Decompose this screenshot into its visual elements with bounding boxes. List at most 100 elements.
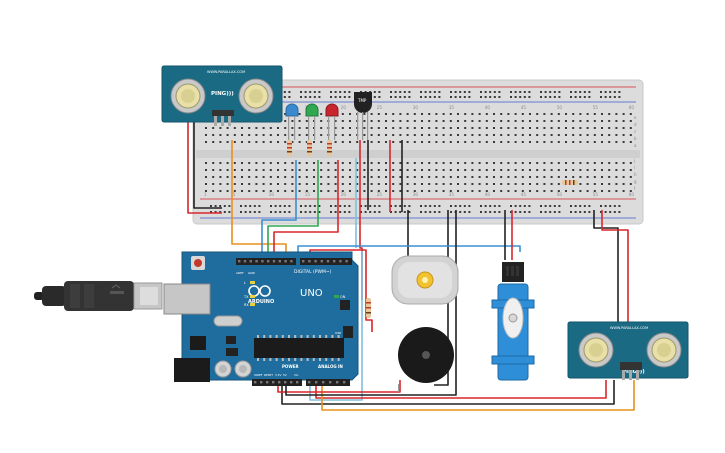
hole[interactable] xyxy=(306,335,309,338)
hole[interactable] xyxy=(298,190,301,192)
hole[interactable] xyxy=(363,190,366,192)
hole[interactable] xyxy=(205,127,207,129)
hole[interactable] xyxy=(284,141,287,143)
hole[interactable] xyxy=(493,211,496,213)
hole[interactable] xyxy=(279,205,282,207)
hole[interactable] xyxy=(241,183,243,185)
hole[interactable] xyxy=(269,162,272,164)
hole[interactable] xyxy=(313,183,315,185)
hole[interactable] xyxy=(450,91,452,93)
hole[interactable] xyxy=(241,176,243,178)
hole[interactable] xyxy=(514,211,517,213)
resistor-2[interactable] xyxy=(307,140,312,156)
hole[interactable] xyxy=(305,169,308,171)
hole[interactable] xyxy=(330,211,332,213)
hole[interactable] xyxy=(214,211,217,213)
hole[interactable] xyxy=(553,96,556,98)
hole[interactable] xyxy=(277,169,279,171)
hole[interactable] xyxy=(330,205,332,207)
hole[interactable] xyxy=(604,91,607,93)
hole[interactable] xyxy=(255,260,258,263)
hole[interactable] xyxy=(254,381,257,384)
hole[interactable] xyxy=(536,169,539,171)
ultrasonic-sensor-right[interactable]: WWW.PARALLAX.COM PING))) xyxy=(567,321,689,380)
hole[interactable] xyxy=(403,205,406,207)
hole[interactable] xyxy=(392,190,395,192)
hole[interactable] xyxy=(302,260,305,263)
hole[interactable] xyxy=(327,176,330,178)
hole[interactable] xyxy=(341,183,344,185)
hole[interactable] xyxy=(629,134,632,136)
hole[interactable] xyxy=(574,91,577,93)
hole[interactable] xyxy=(613,205,616,207)
hole[interactable] xyxy=(540,211,542,213)
hole[interactable] xyxy=(378,205,381,207)
hole[interactable] xyxy=(565,113,567,115)
hole[interactable] xyxy=(219,127,222,129)
hole[interactable] xyxy=(543,176,546,178)
hole[interactable] xyxy=(390,96,392,98)
hole[interactable] xyxy=(406,134,409,136)
wire-left-sensor-5v[interactable] xyxy=(193,118,222,209)
hole[interactable] xyxy=(557,127,560,129)
hole[interactable] xyxy=(291,190,294,192)
hole[interactable] xyxy=(394,96,397,98)
hole[interactable] xyxy=(240,211,242,213)
hole[interactable] xyxy=(320,162,323,164)
hole[interactable] xyxy=(574,211,577,213)
hole[interactable] xyxy=(294,335,297,338)
hole[interactable] xyxy=(459,205,462,207)
hole[interactable] xyxy=(550,134,553,136)
hole[interactable] xyxy=(370,169,373,171)
hole[interactable] xyxy=(281,335,284,338)
hole[interactable] xyxy=(604,211,607,213)
hole[interactable] xyxy=(334,162,337,164)
hole[interactable] xyxy=(348,91,351,93)
hole[interactable] xyxy=(608,183,611,185)
hole[interactable] xyxy=(212,169,215,171)
hole[interactable] xyxy=(608,176,611,178)
hole[interactable] xyxy=(468,96,471,98)
hole[interactable] xyxy=(493,162,495,164)
hole[interactable] xyxy=(248,141,251,143)
hole[interactable] xyxy=(262,127,265,129)
hole[interactable] xyxy=(442,141,445,143)
hole[interactable] xyxy=(277,183,279,185)
hole[interactable] xyxy=(471,190,474,192)
led-green[interactable] xyxy=(305,103,319,140)
hole[interactable] xyxy=(428,113,431,115)
hole[interactable] xyxy=(433,211,436,213)
hole[interactable] xyxy=(593,169,596,171)
hole[interactable] xyxy=(579,205,582,207)
hole[interactable] xyxy=(337,358,340,361)
hole[interactable] xyxy=(622,190,625,192)
hole[interactable] xyxy=(283,205,286,207)
hole[interactable] xyxy=(370,113,373,115)
hole[interactable] xyxy=(420,205,422,207)
hole[interactable] xyxy=(449,113,452,115)
hole[interactable] xyxy=(377,141,380,143)
hole[interactable] xyxy=(464,183,467,185)
hole[interactable] xyxy=(399,91,402,93)
hole[interactable] xyxy=(269,176,272,178)
hole[interactable] xyxy=(255,176,258,178)
hole[interactable] xyxy=(536,190,539,192)
hole[interactable] xyxy=(510,211,512,213)
hole[interactable] xyxy=(277,190,279,192)
hole[interactable] xyxy=(343,381,346,384)
hole[interactable] xyxy=(253,211,256,213)
hole[interactable] xyxy=(468,91,471,93)
hole[interactable] xyxy=(457,183,459,185)
hole[interactable] xyxy=(356,162,359,164)
hole[interactable] xyxy=(449,120,452,122)
hole[interactable] xyxy=(413,120,416,122)
hole[interactable] xyxy=(489,96,492,98)
hole[interactable] xyxy=(521,141,524,143)
hole[interactable] xyxy=(304,91,307,93)
hole[interactable] xyxy=(442,169,445,171)
hole[interactable] xyxy=(442,127,445,129)
hole[interactable] xyxy=(262,162,265,164)
hole[interactable] xyxy=(318,96,321,98)
hole[interactable] xyxy=(226,127,229,129)
hole[interactable] xyxy=(558,91,561,93)
